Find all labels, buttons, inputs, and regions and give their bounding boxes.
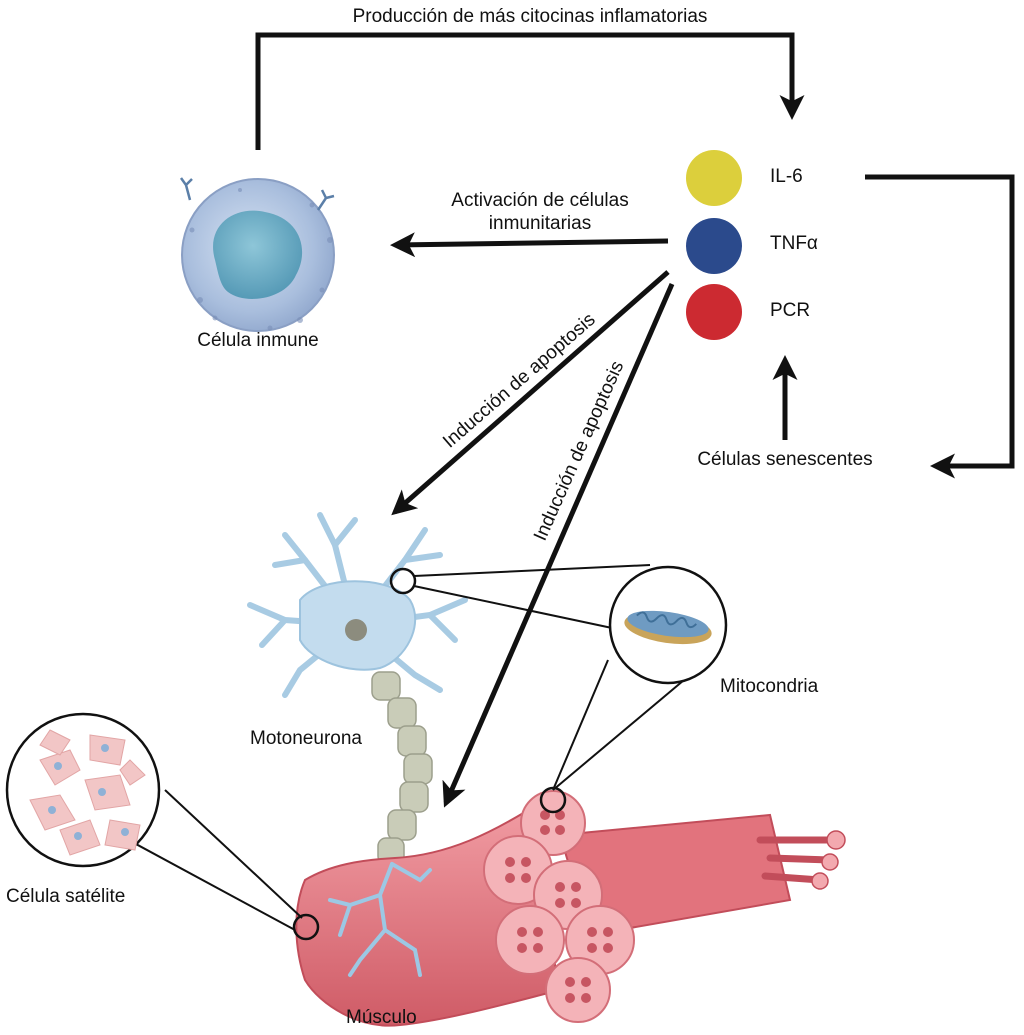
motoneuron-label: Motoneurona xyxy=(250,728,362,749)
activation-label-line2: inmunitarias xyxy=(488,212,592,234)
top-feedback-arrow xyxy=(255,32,805,150)
top-arrow-label: Producción de más citocinas inflamatoria… xyxy=(352,6,708,27)
zoom-connectors xyxy=(109,564,691,931)
senescent-label: Células senescentes xyxy=(697,449,873,470)
satellite-small-circle xyxy=(292,913,320,941)
apoptosis-arrow-neuron xyxy=(391,270,670,516)
motoneuron-illustration xyxy=(247,512,468,865)
satellite-cell-zoom xyxy=(5,712,161,868)
mito-small-circle xyxy=(389,567,417,595)
muscle-illustration xyxy=(295,790,846,1027)
activation-label: Activación de células inmunitarias xyxy=(410,190,670,236)
apoptosis-arrow-muscle xyxy=(442,283,675,808)
il6-circle xyxy=(686,150,742,206)
satellite-label: Célula satélite xyxy=(6,886,126,907)
mitochondria-label: Mitocondria xyxy=(720,676,819,697)
tnf-label: TNFα xyxy=(770,233,818,254)
muscle-small-circle xyxy=(539,786,567,814)
pcr-circle xyxy=(686,284,742,340)
immune-cell-illustration xyxy=(179,177,335,332)
muscle-label: Músculo xyxy=(346,1007,417,1028)
activation-label-line1: Activación de células xyxy=(451,190,629,211)
il6-label: IL-6 xyxy=(770,166,803,187)
immune-cell-label: Célula inmune xyxy=(197,330,319,351)
arrow-group xyxy=(255,32,1015,808)
mitochondria-zoom xyxy=(608,565,728,685)
right-bracket-arrow xyxy=(865,174,1015,479)
pcr-label: PCR xyxy=(770,300,811,321)
activation-arrow xyxy=(390,232,669,258)
tnf-circle xyxy=(686,218,742,274)
